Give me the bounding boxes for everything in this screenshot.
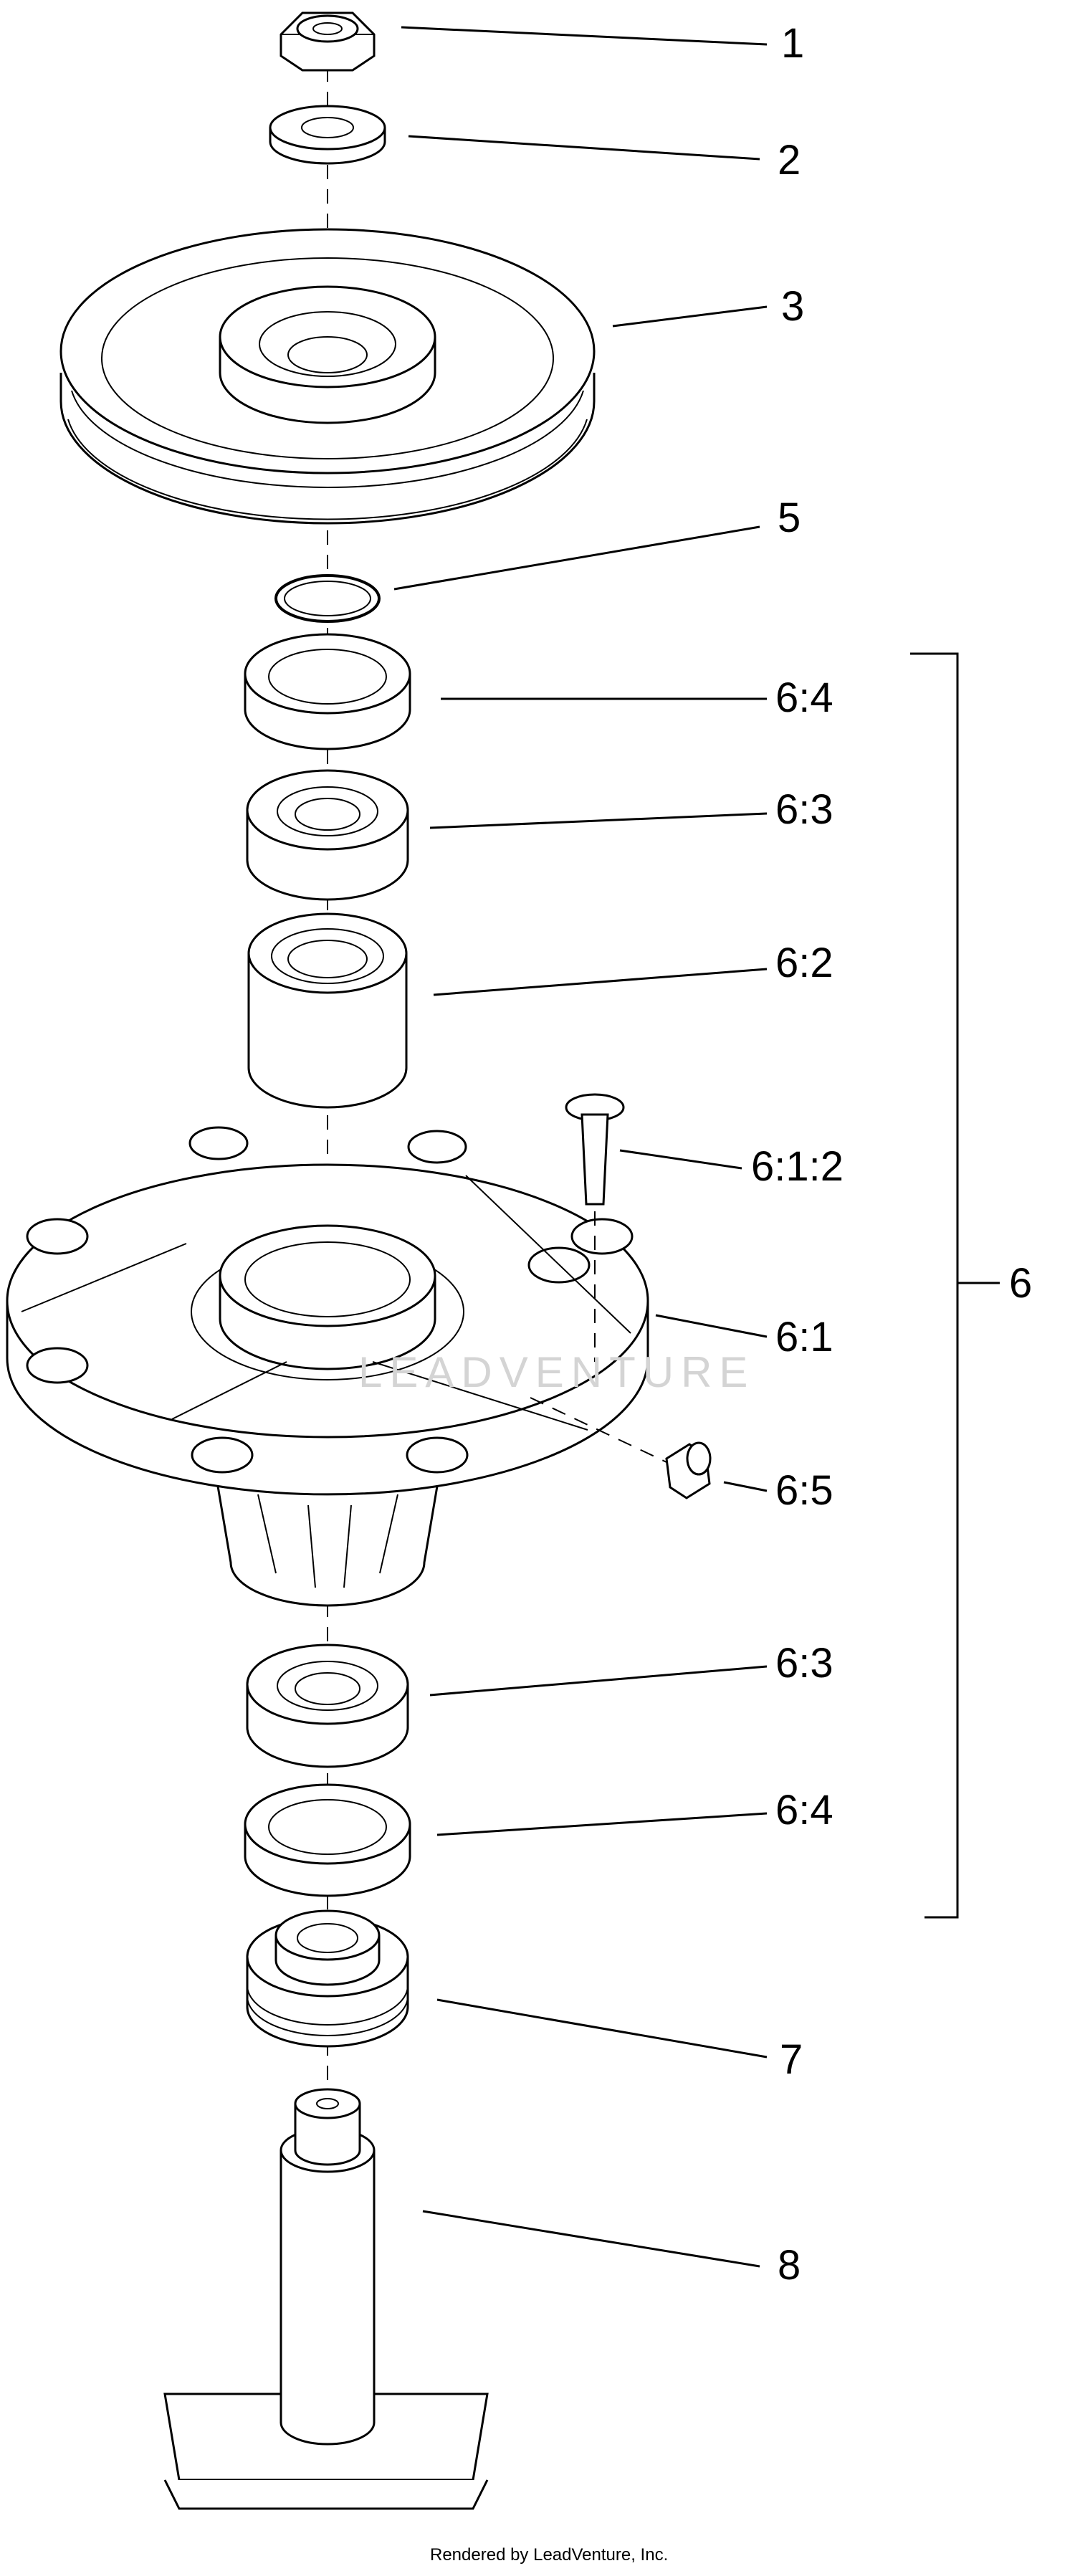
callout-6-3-bottom: 6:3: [775, 1640, 833, 1687]
callout-8: 8: [778, 2242, 801, 2289]
part-6-1-2-bolt[interactable]: [565, 1093, 625, 1362]
callout-labels: 1 2 3 5 6:4 6:3 6:2 6:1:2 6:1 6:5 6:3 6:…: [751, 20, 1032, 2289]
callout-6-1-2: 6:1:2: [751, 1143, 844, 1190]
leader-lines: [393, 26, 768, 2268]
callout-5: 5: [778, 495, 801, 541]
callout-6-4-top: 6:4: [775, 674, 833, 721]
part-6-5-grease-fitting[interactable]: [530, 1397, 712, 1499]
callout-6-5: 6:5: [775, 1467, 833, 1514]
part-6-4-bottom-seal[interactable]: [244, 1783, 411, 1897]
assembly-bracket-6: [910, 652, 1000, 1919]
part-3-pulley[interactable]: [59, 228, 596, 525]
part-8-spindle-shaft[interactable]: [163, 2088, 489, 2510]
callout-6-4-bottom: 6:4: [775, 1787, 833, 1833]
callout-6: 6: [1009, 1260, 1032, 1307]
callout-6-3-top: 6:3: [775, 786, 833, 833]
callout-7: 7: [780, 2036, 803, 2083]
callout-2: 2: [778, 137, 801, 183]
part-1-nut[interactable]: [280, 11, 376, 72]
part-6-4-top-seal[interactable]: [244, 633, 411, 750]
part-6-3-bottom-bearing[interactable]: [246, 1644, 409, 1768]
callout-6-1: 6:1: [775, 1314, 833, 1360]
part-6-1-housing[interactable]: [6, 1126, 649, 1607]
callout-3: 3: [781, 283, 804, 330]
part-6-2-spacer[interactable]: [247, 912, 408, 1109]
callout-1: 1: [781, 20, 804, 67]
footer-credit: Rendered by LeadVenture, Inc.: [430, 2545, 668, 2565]
part-7-retainer[interactable]: [246, 1909, 409, 2048]
watermark: LEADVENTURE: [358, 1348, 755, 1396]
part-5-ring[interactable]: [274, 574, 381, 623]
callout-6-2: 6:2: [775, 940, 833, 986]
part-6-3-top-bearing[interactable]: [246, 769, 409, 901]
part-2-washer[interactable]: [269, 105, 386, 165]
